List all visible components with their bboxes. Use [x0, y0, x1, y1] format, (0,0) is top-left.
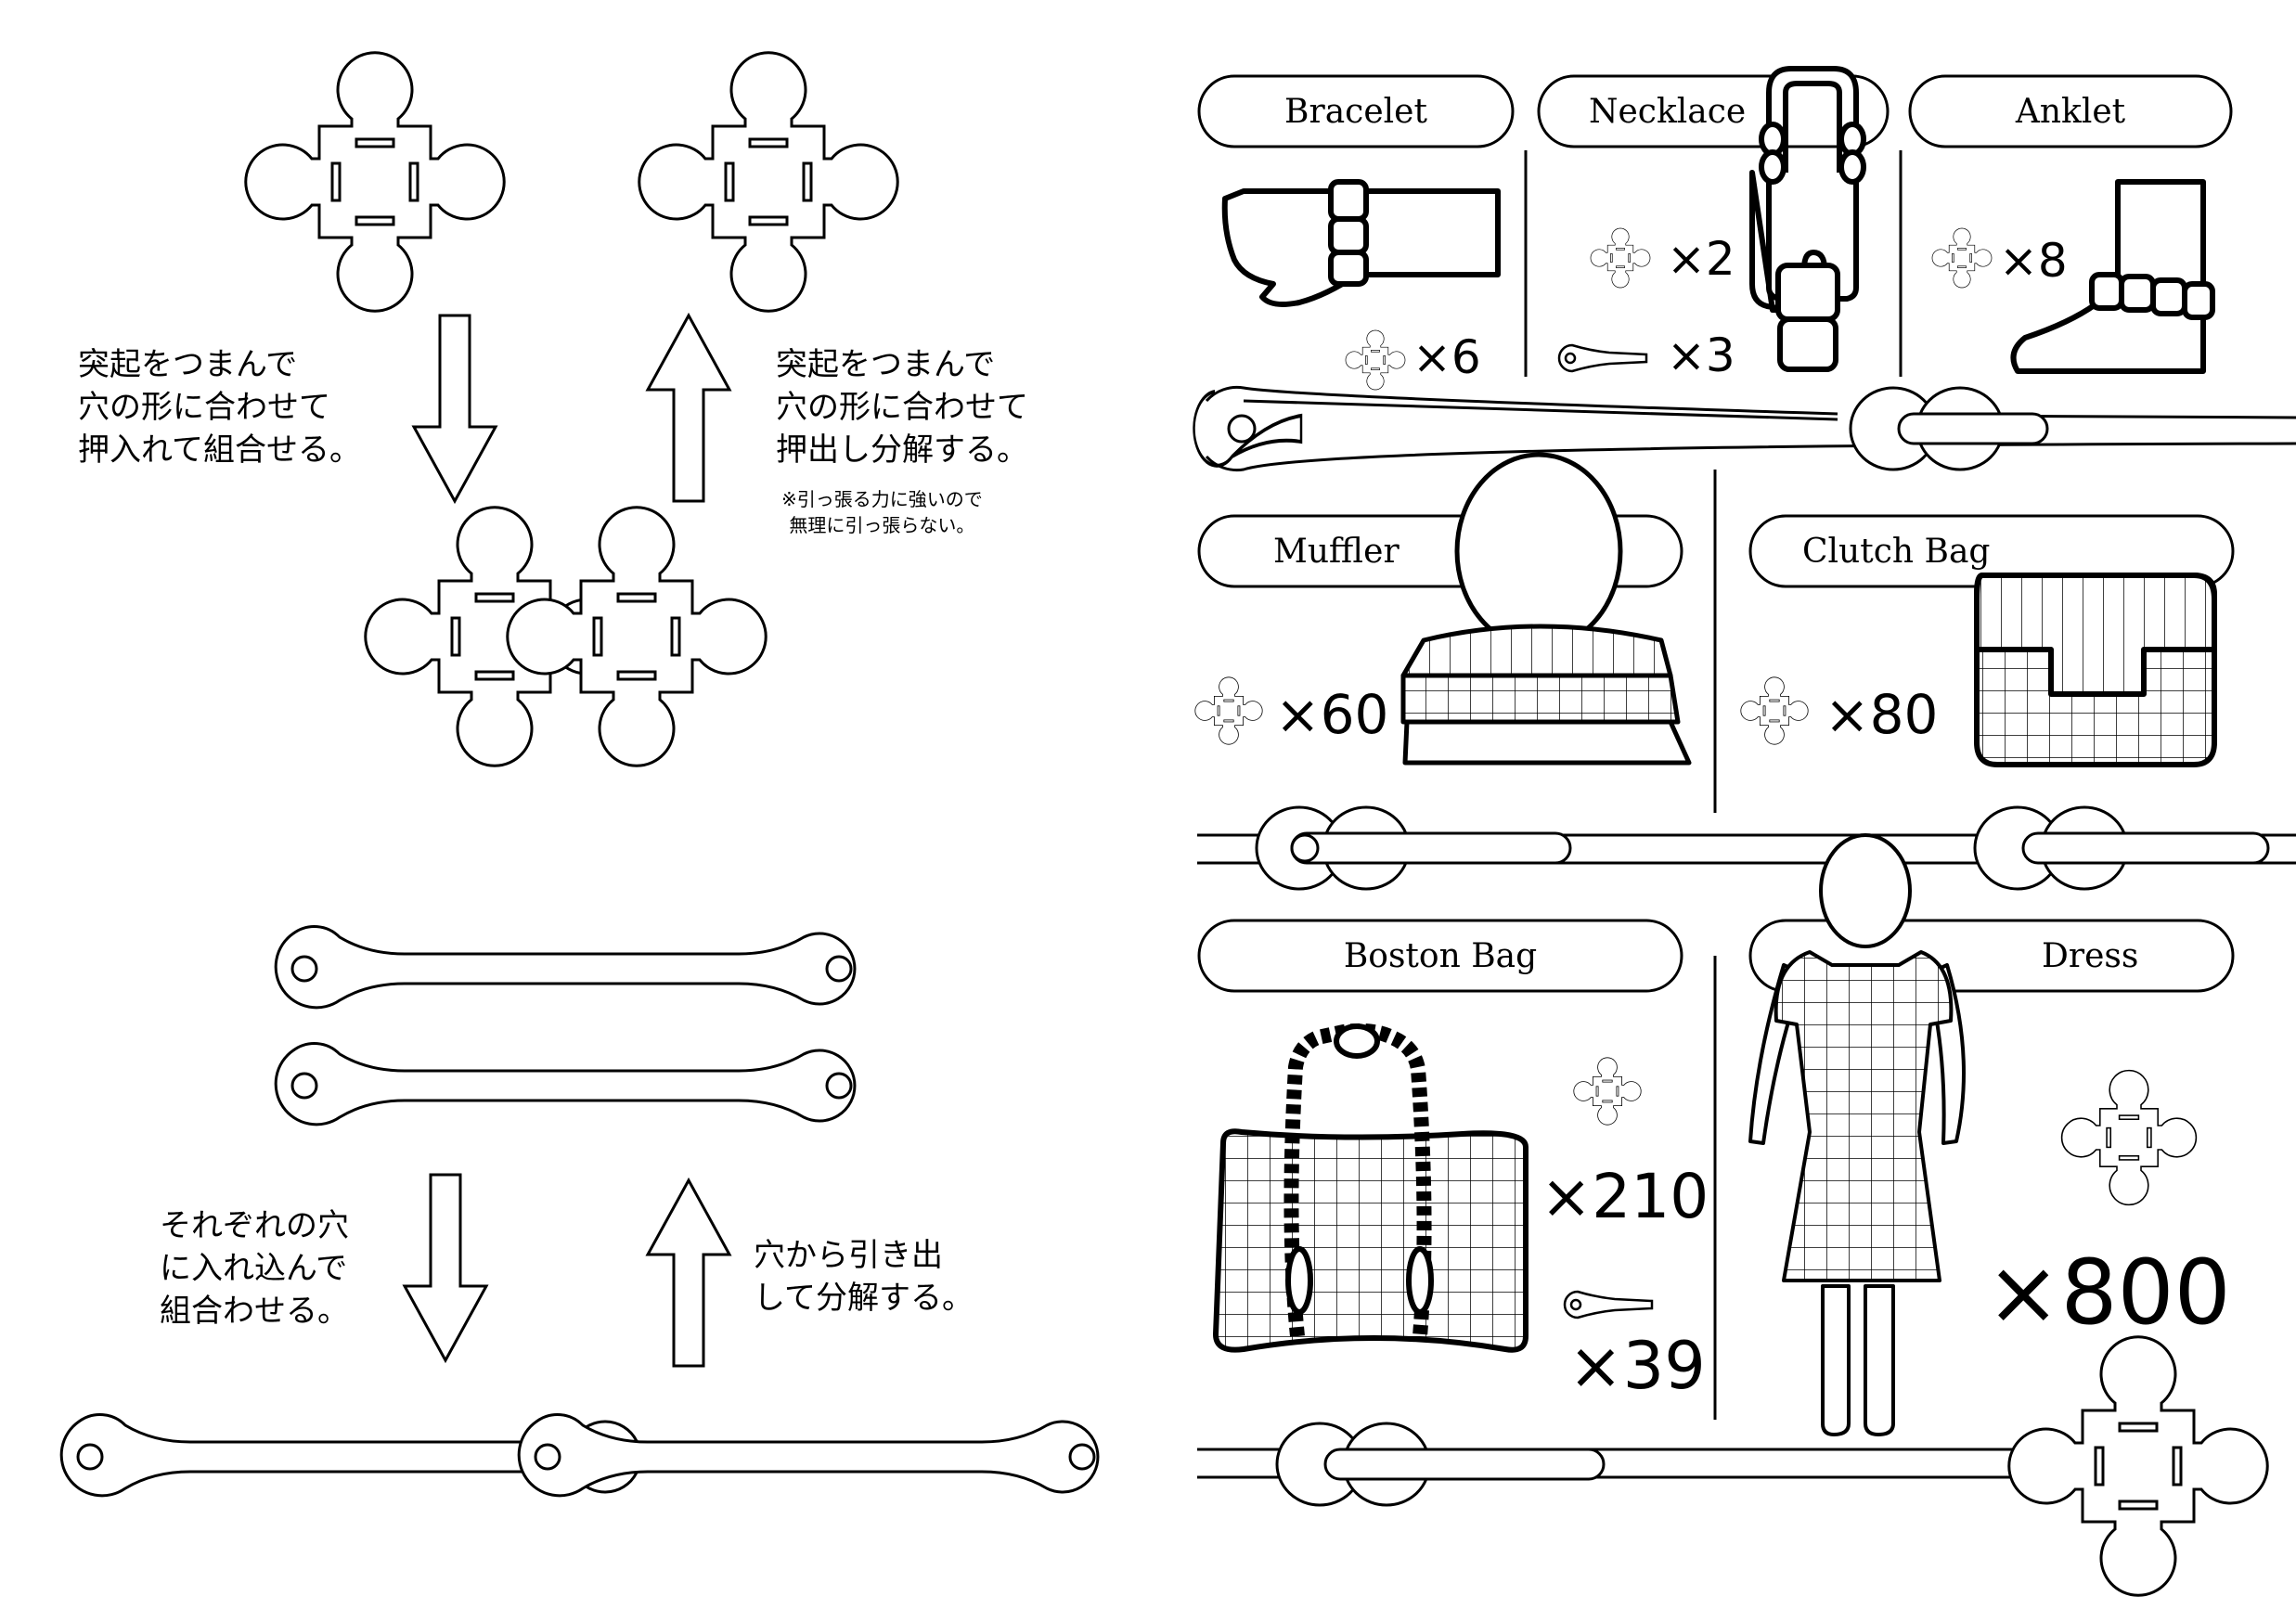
- arrow-down-icon: [412, 314, 497, 503]
- boston-bag-illustration: [1213, 1023, 1529, 1353]
- necklace-illustration: [1749, 66, 1866, 372]
- cube-icon: [2060, 1069, 2198, 1206]
- boston-bag-link-count: ×39: [1568, 1328, 1706, 1404]
- instruction-cube-split: 突起をつまんで 穴の形に合わせて 押出し分解する。: [776, 346, 1028, 469]
- cube-icon: [1345, 329, 1406, 391]
- link-icon: [1563, 1290, 1654, 1319]
- instruction-cube-join: 突起をつまんで 穴の形に合わせて 押入れて組合せる。: [78, 346, 361, 469]
- label-pill-bracelet: [1197, 74, 1515, 148]
- clutch-bag-cube-count: ×80: [1825, 683, 1938, 746]
- label-clutch-bag: Clutch Bag: [1802, 533, 1991, 571]
- bracelet-illustration: [1221, 179, 1501, 307]
- cube-pair-joined: [364, 506, 767, 767]
- cube-piece-top-left: [244, 51, 506, 313]
- label-pill-boston-bag: [1197, 919, 1683, 993]
- anklet-illustration: [2010, 179, 2215, 374]
- label-dress: Dress: [2042, 937, 2139, 975]
- cube-piece-corner: [2007, 1335, 2269, 1597]
- cube-icon: [1194, 676, 1263, 745]
- necklace-link-count: ×3: [1667, 328, 1735, 382]
- muffler-cube-count: ×60: [1275, 683, 1388, 746]
- label-bracelet: Bracelet: [1284, 93, 1427, 131]
- label-pill-anklet: [1908, 74, 2233, 148]
- necklace-cube-count: ×2: [1667, 232, 1735, 286]
- cube-icon: [1590, 227, 1651, 289]
- arrow-up-icon: [646, 1178, 731, 1368]
- clutch-bag-illustration: [1974, 573, 2217, 767]
- arrow-down-icon: [403, 1173, 488, 1362]
- instruction-cube-split-note: ※引っ張る力に強いので 無理に引っ張らない。: [781, 488, 983, 536]
- label-boston-bag: Boston Bag: [1343, 937, 1538, 975]
- boston-bag-cube-count: ×210: [1541, 1161, 1709, 1232]
- instruction-link-join: それぞれの穴 に入れ込んで 組合わせる。: [160, 1207, 349, 1330]
- bracelet-cube-count: ×6: [1412, 330, 1481, 384]
- cube-icon: [1573, 1057, 1642, 1126]
- label-muffler: Muffler: [1273, 533, 1400, 571]
- anklet-cube-count: ×8: [1999, 234, 2068, 288]
- link-chain-separator: [1193, 385, 2296, 472]
- arrow-up-icon: [646, 314, 731, 503]
- dress-mannequin-illustration: [1748, 833, 1966, 1436]
- muffler-illustration: [1400, 452, 1692, 766]
- label-necklace: Necklace: [1589, 93, 1747, 131]
- cube-icon: [1931, 227, 1993, 289]
- link-chain-separator: [1197, 805, 2296, 891]
- link-icon: [1557, 343, 1648, 373]
- column-divider: [1524, 150, 1903, 1420]
- link-bar-bottom: [274, 1041, 857, 1126]
- link-chain-joined: [59, 1412, 1100, 1498]
- cube-piece-top-right: [638, 51, 899, 313]
- label-anklet: Anklet: [2015, 93, 2126, 131]
- dress-cube-count: ×800: [1986, 1241, 2231, 1345]
- link-chain-separator: [1197, 1422, 2162, 1507]
- link-bar-top: [274, 924, 857, 1010]
- label-pill-necklace: [1537, 74, 1890, 148]
- cube-icon: [1740, 676, 1809, 745]
- instruction-link-split: 穴から引き出 して分解する。: [754, 1237, 974, 1317]
